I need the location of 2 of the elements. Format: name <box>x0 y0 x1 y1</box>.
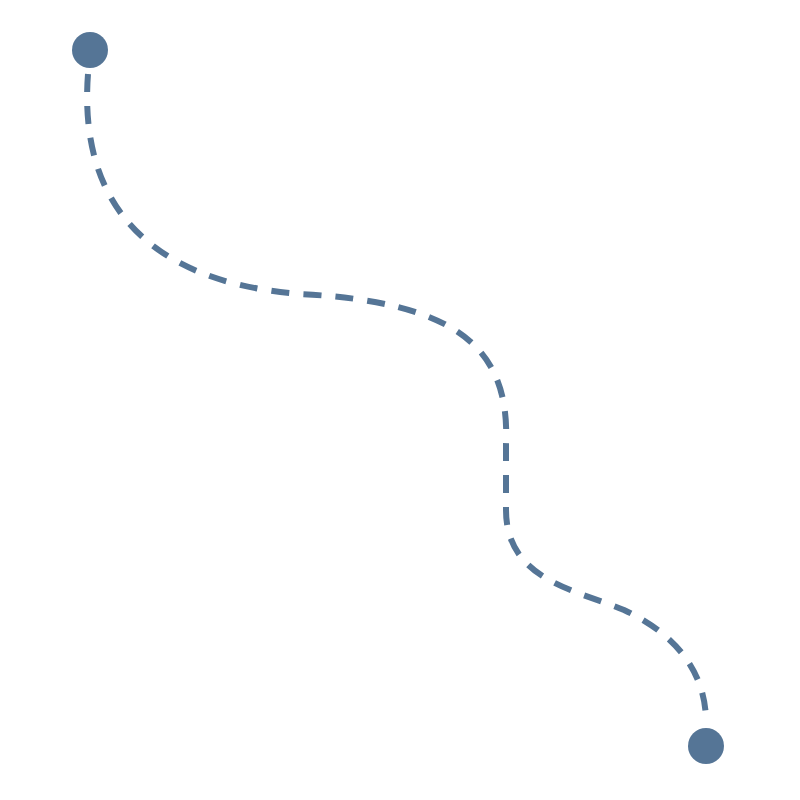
endpoint-dot <box>72 32 108 68</box>
endpoint-dot <box>688 728 724 764</box>
